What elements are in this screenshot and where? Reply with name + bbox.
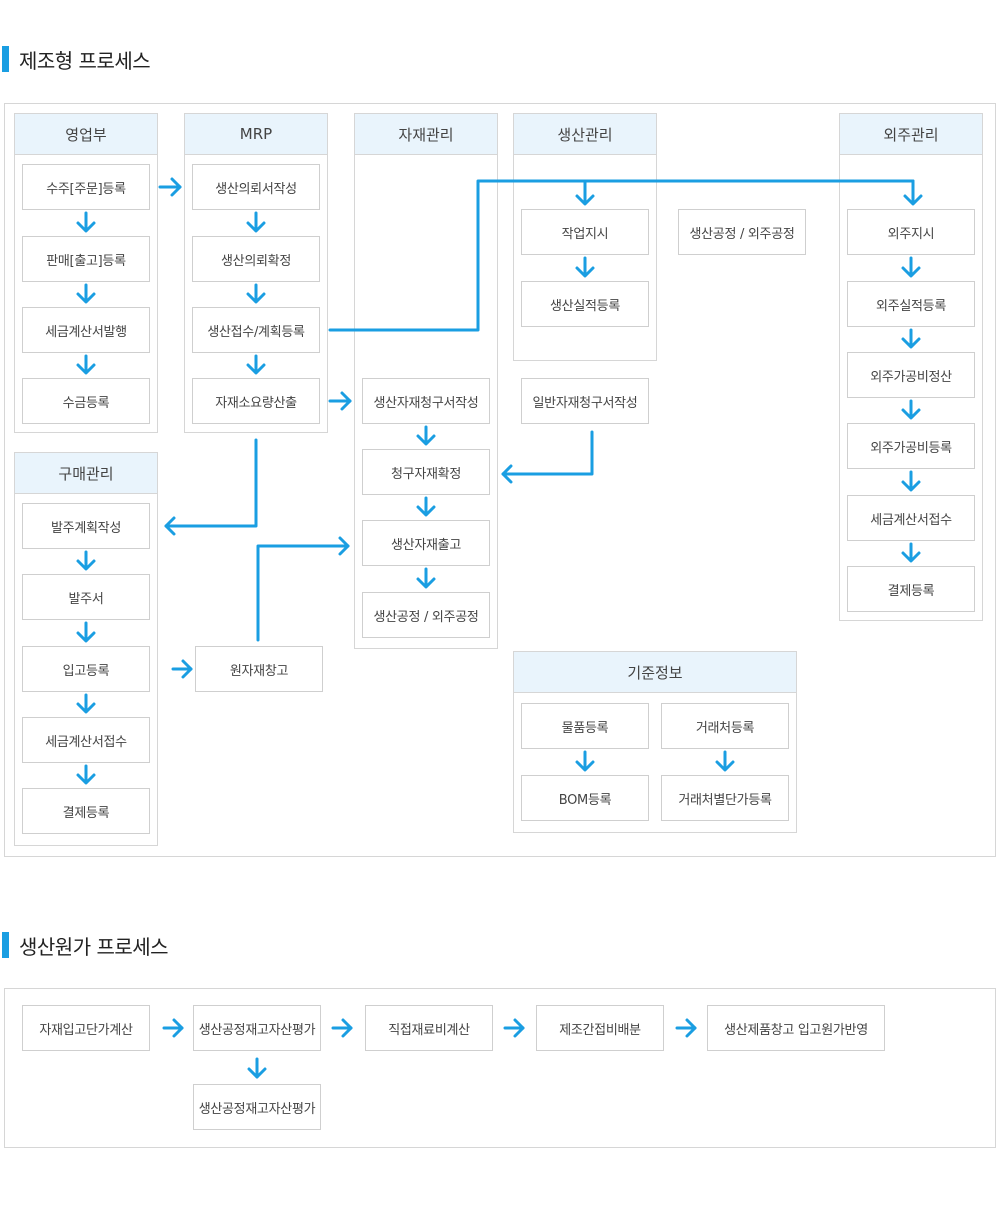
group-mrp-title: MRP xyxy=(185,114,327,155)
production-workorder-box[interactable]: 작업지시 xyxy=(521,209,649,255)
mrp-confirm-box[interactable]: 생산의뢰확정 xyxy=(192,236,320,282)
section-title-manufacturing: 제조형 프로세스 xyxy=(0,44,151,74)
group-outsourcing-title: 외주관리 xyxy=(840,114,982,155)
cost-sub-step-box[interactable]: 생산공정재고자산평가 xyxy=(193,1084,321,1130)
purchase-plan-box[interactable]: 발주계획작성 xyxy=(22,503,150,549)
mrp-plan-box[interactable]: 생산접수/계획등록 xyxy=(192,307,320,353)
group-production-title: 생산관리 xyxy=(514,114,656,155)
material-confirm-box[interactable]: 청구자재확정 xyxy=(362,449,490,495)
mrp-request-box[interactable]: 생산의뢰서작성 xyxy=(192,164,320,210)
mrp-calc-box[interactable]: 자재소요량산출 xyxy=(192,378,320,424)
sales-order-box[interactable]: 수주[주문]등록 xyxy=(22,164,150,210)
section-title-cost: 생산원가 프로세스 xyxy=(0,930,169,960)
outsourcing-result-box[interactable]: 외주실적등록 xyxy=(847,281,975,327)
standard-vendor-box[interactable]: 거래처등록 xyxy=(661,703,789,749)
standard-item-box[interactable]: 물품등록 xyxy=(521,703,649,749)
outsourcing-invoice-box[interactable]: 세금계산서접수 xyxy=(847,495,975,541)
material-process-box[interactable]: 생산공정 / 외주공정 xyxy=(362,592,490,638)
production-process-box[interactable]: 생산공정 / 외주공정 xyxy=(678,209,806,255)
cost-step-2-box[interactable]: 생산공정재고자산평가 xyxy=(193,1005,321,1051)
title-accent-bar xyxy=(2,46,9,72)
group-purchase-title: 구매관리 xyxy=(15,453,157,494)
outsourcing-order-box[interactable]: 외주지시 xyxy=(847,209,975,255)
standard-vendor-price-box[interactable]: 거래처별단가등록 xyxy=(661,775,789,821)
material-issue-box[interactable]: 생산자재출고 xyxy=(362,520,490,566)
outsourcing-payment-box[interactable]: 결제등록 xyxy=(847,566,975,612)
sales-collection-box[interactable]: 수금등록 xyxy=(22,378,150,424)
purchase-invoice-box[interactable]: 세금계산서접수 xyxy=(22,717,150,763)
cost-step-1-box[interactable]: 자재입고단가계산 xyxy=(22,1005,150,1051)
manufacturing-title: 제조형 프로세스 xyxy=(19,48,151,73)
sales-invoice-box[interactable]: 세금계산서발행 xyxy=(22,307,150,353)
outsourcing-settle-box[interactable]: 외주가공비정산 xyxy=(847,352,975,398)
cost-step-4-box[interactable]: 제조간접비배분 xyxy=(536,1005,664,1051)
outsourcing-cost-box[interactable]: 외주가공비등록 xyxy=(847,423,975,469)
purchase-order-box[interactable]: 발주서 xyxy=(22,574,150,620)
purchase-receipt-box[interactable]: 입고등록 xyxy=(22,646,150,692)
title-accent-bar xyxy=(2,932,9,958)
purchase-payment-box[interactable]: 결제등록 xyxy=(22,788,150,834)
general-material-request-box[interactable]: 일반자재청구서작성 xyxy=(521,378,649,424)
cost-step-3-box[interactable]: 직접재료비계산 xyxy=(365,1005,493,1051)
cost-step-5-box[interactable]: 생산제품창고 입고원가반영 xyxy=(707,1005,885,1051)
raw-material-warehouse-box[interactable]: 원자재창고 xyxy=(195,646,323,692)
sales-shipment-box[interactable]: 판매[출고]등록 xyxy=(22,236,150,282)
production-result-box[interactable]: 생산실적등록 xyxy=(521,281,649,327)
material-request-box[interactable]: 생산자재청구서작성 xyxy=(362,378,490,424)
group-material-title: 자재관리 xyxy=(355,114,497,155)
standard-bom-box[interactable]: BOM등록 xyxy=(521,775,649,821)
cost-title: 생산원가 프로세스 xyxy=(19,934,169,959)
group-standard-title: 기준정보 xyxy=(514,652,796,693)
group-sales-title: 영업부 xyxy=(15,114,157,155)
